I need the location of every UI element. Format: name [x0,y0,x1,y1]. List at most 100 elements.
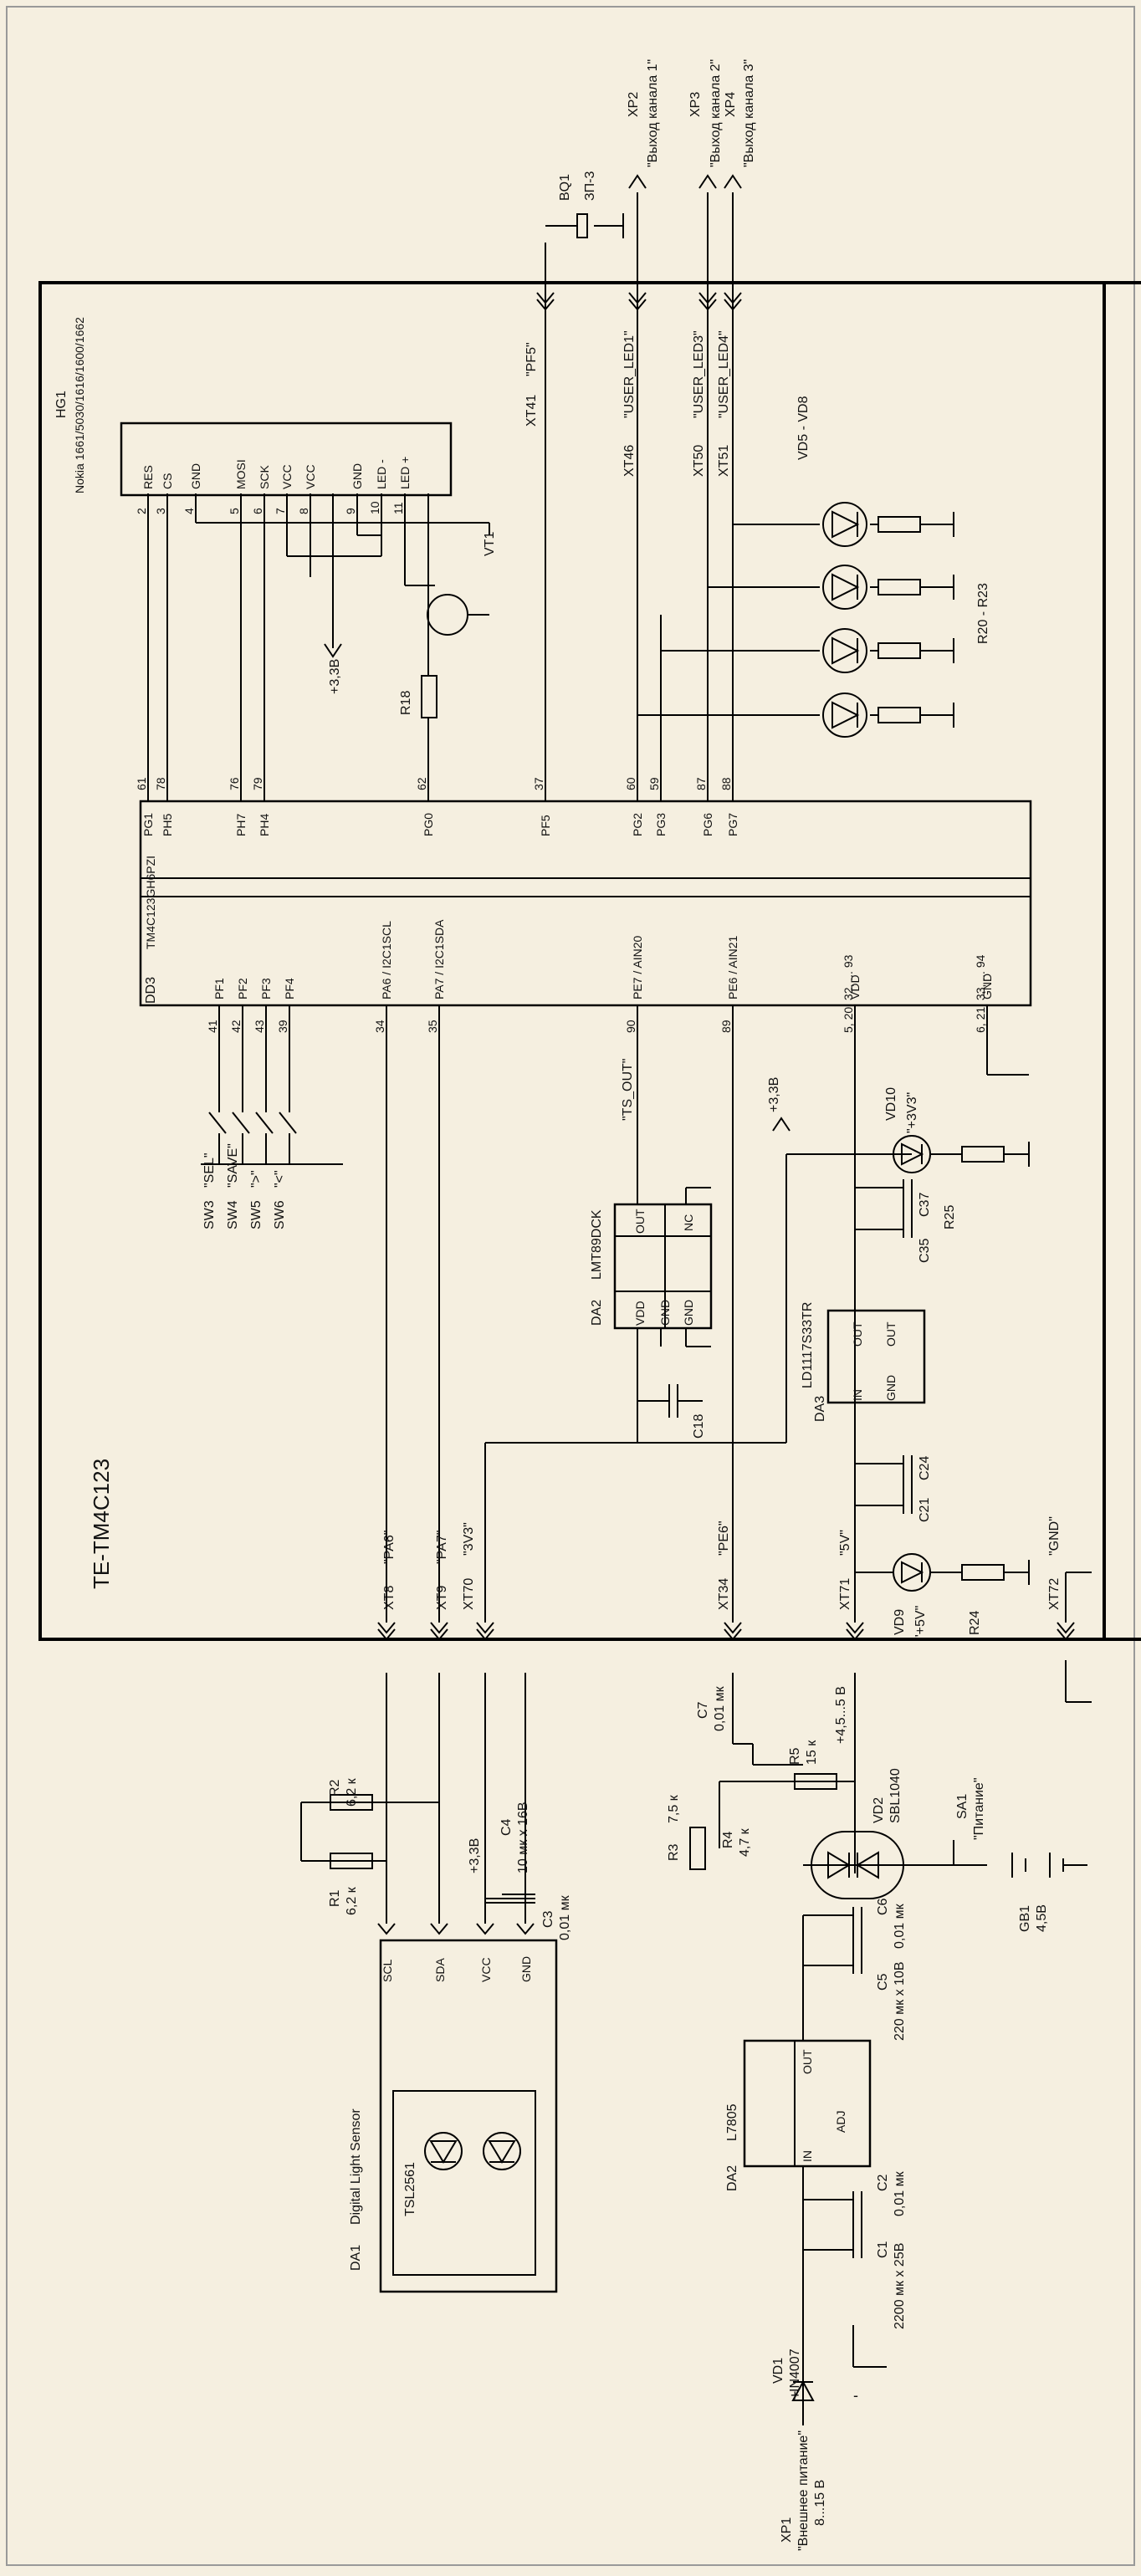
gb1-value: 4,5В [1035,1904,1049,1932]
da1-desc: Digital Light Sensor [349,2108,363,2225]
c37-label: C37 [918,1193,932,1217]
xt50-label: XT50 [692,445,706,477]
board-frame-inner [38,281,1106,1641]
xt34-label: XT34 [717,1578,731,1610]
xt70-sig: "3V3" [462,1522,476,1556]
vd10-label: VD10 [884,1087,898,1121]
da1-sda: SDA [433,1958,447,1982]
r20-23-label: R20 - R23 [976,583,990,644]
sw3-name: "SEL" [202,1153,217,1188]
board-title: TE-TM4C123 [89,1459,114,1589]
r25-label: R25 [943,1205,957,1229]
tsl-label: TSL2561 [403,2162,417,2216]
dd3-pin-name: PA6 / I2C1SCL [380,921,393,999]
xt41-sig: "PF5" [524,342,539,376]
lmt89-part: LMT89DCK [590,1209,604,1280]
lm-vdd: VDD [633,1301,647,1326]
r2-value: 6,2 к [345,1777,359,1807]
da1-label: DA1 [349,2245,363,2271]
dd3-pin-num: 87 [694,777,708,790]
dd3-top-pins: PG161PH578PH776PH479PG062PF537PG260PG359… [135,777,739,836]
xt71-sig: "5V" [838,1530,852,1556]
bq1-value: ЗП-3 [583,171,597,201]
plus33-b: +3,3В [767,1077,781,1112]
sw6-name: "<" [273,1170,287,1188]
hg1-pin-num: 8 [297,508,310,514]
hg1-pin-name: LED + [398,457,412,489]
sw3-label: SW3 [202,1200,217,1229]
xp1-desc: "Внешнее питание" [796,2430,811,2551]
dd3-pin-name: PF3 [259,978,273,999]
hg1-pin-name: CS [161,473,174,489]
xp3-label: XP3 [688,92,703,117]
c4-label: C4 [499,1818,514,1836]
sw5-label: SW5 [249,1200,264,1229]
xt46-label: XT46 [622,445,637,477]
dd3-pin-num: 79 [251,777,264,790]
c18-label: C18 [692,1414,706,1439]
dd3-pin-num: 39 [276,1020,289,1033]
xp1-value: 8...15 В [813,2480,827,2526]
hg1-part: Nokia 1661/5030/1616/1600/1662 [73,317,86,493]
xt9-sig: "PA7" [435,1531,449,1564]
l-adj: ADJ [834,2111,847,2133]
dd3-pin-num: 60 [624,777,637,790]
dd3-pin-num: 37 [532,777,545,790]
hg1-pin-name: MOSI [234,459,248,489]
hg1-pin-name: VCC [304,464,317,489]
plus-sign: + [791,2387,800,2404]
dd3-pin-name: PF5 [539,815,552,836]
ld-out2: OUT [884,1321,898,1347]
c21-label: C21 [918,1498,932,1522]
pwr-label: +4,5...5 В [834,1686,848,1744]
vd1-value: IN4007 [788,2349,802,2392]
dd3-pin-name: PG0 [422,813,435,836]
minus-sign: - [853,2387,858,2404]
hg1-pin-num: 6 [251,508,264,514]
l-in: IN [801,2150,814,2162]
da2-lm-ref: DA2 [590,1300,604,1326]
dd3-pin-num: 78 [154,777,167,790]
vd9-name: "+5V" [913,1606,928,1639]
c7-value: 0,01 мк [713,1685,727,1731]
c7-label: C7 [696,1701,710,1719]
r1-value: 6,2 к [345,1886,359,1915]
dd3-pin-num: 61 [135,777,148,790]
dd3-pin-num: 41 [206,1020,219,1033]
hg1-ref: HG1 [54,391,69,418]
vt1-label: VT1 [483,532,497,556]
ld-gnd: GND [884,1375,898,1401]
connector-symbols [324,174,1075,1935]
lm-gnd1: GND [658,1300,672,1326]
c2-label: C2 [876,2174,890,2191]
c6-value: 0,01 мк [893,1903,907,1949]
xt41-label: XT41 [524,395,539,427]
xp4-desc: "Выход канала 3" [742,59,756,167]
da3-label: DA3 [813,1396,827,1422]
hg1-pin-num: 10 [368,501,381,514]
vd2-value: SBL1040 [888,1768,903,1823]
vd10-name: "+3V3" [905,1092,919,1133]
switch-symbols [208,1112,297,1164]
dd3-pin-num: 88 [719,777,733,790]
sa1-label: SA1 [955,1794,970,1819]
ld1117-part: LD1117S33TR [801,1302,815,1388]
wires [120,192,1092,2425]
dd3-pin-name: PH7 [234,814,248,836]
da1-vcc: VCC [479,1957,493,1982]
dd3-pin-name: PF2 [236,978,249,999]
xt72-sig: "GND" [1047,1516,1062,1556]
c1-label: C1 [876,2241,890,2258]
c1-value: 2200 мк х 25В [893,2243,907,2329]
r4-label: R4 [721,1831,735,1848]
dd3-pin-name: PG2 [631,813,644,836]
sw6-label: SW6 [273,1200,287,1229]
dd3-pin-num: 62 [415,777,428,790]
dd3-pin-num: 34 [373,1020,386,1033]
xp2-desc: "Выход канала 1" [646,59,660,167]
xt50-sig: "USER_LED3" [692,330,706,418]
dd3-pin-name: PF4 [283,978,296,999]
dd3-pin-name: PG6 [701,813,714,836]
bq1-label: BQ1 [558,174,572,201]
